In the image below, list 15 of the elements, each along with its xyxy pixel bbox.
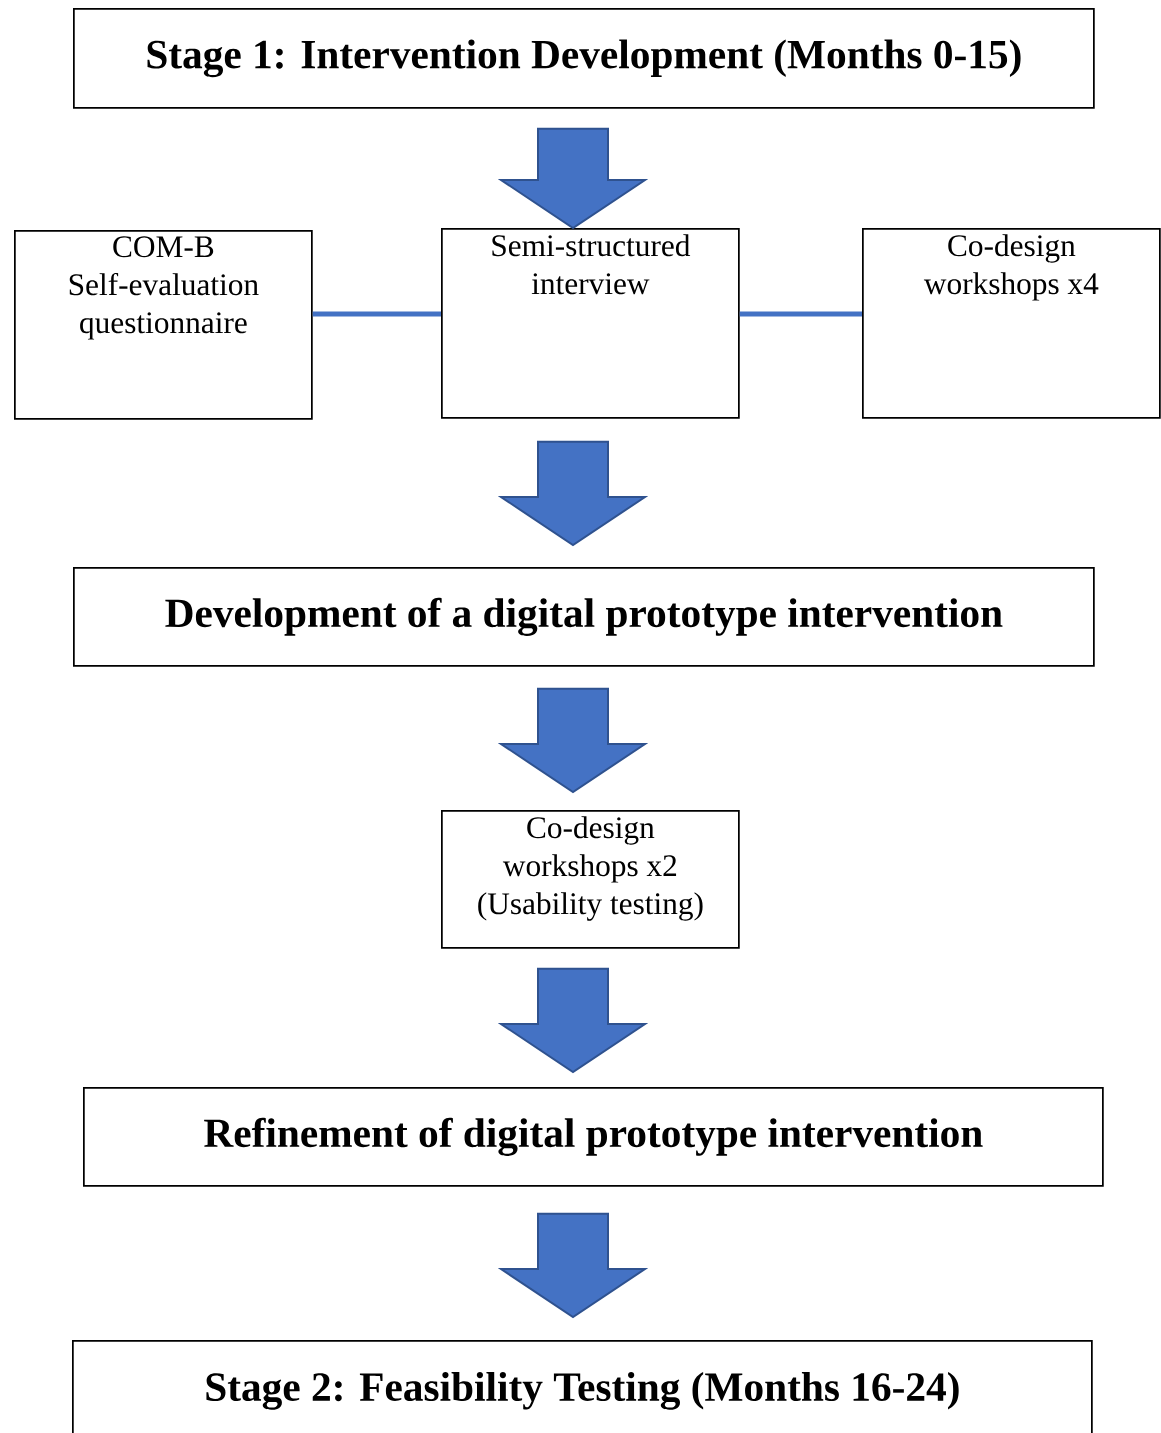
block-arrow <box>497 1212 649 1319</box>
stage-box: Stage 2: Feasibility Testing (Months 16-24) <box>72 1340 1093 1433</box>
block-arrow <box>497 687 649 794</box>
process-box: Co-design workshops x2 (Usability testing) <box>441 810 740 949</box>
block-arrow <box>497 127 649 230</box>
process-box: COM-B Self-evaluation questionnaire <box>14 230 313 420</box>
stage-box: Development of a digital prototype intervention <box>73 567 1095 667</box>
connector-line <box>312 311 441 317</box>
block-arrow <box>497 967 649 1074</box>
block-arrow <box>497 440 649 547</box>
stage-box: Stage 1: Intervention Development (Months 0-15) <box>73 8 1095 109</box>
connector-line <box>739 311 862 317</box>
process-box: Semi-structured interview <box>441 228 740 419</box>
stage-box: Refinement of digital prototype intervention <box>83 1087 1104 1187</box>
process-box: Co-design workshops x4 <box>862 228 1161 419</box>
